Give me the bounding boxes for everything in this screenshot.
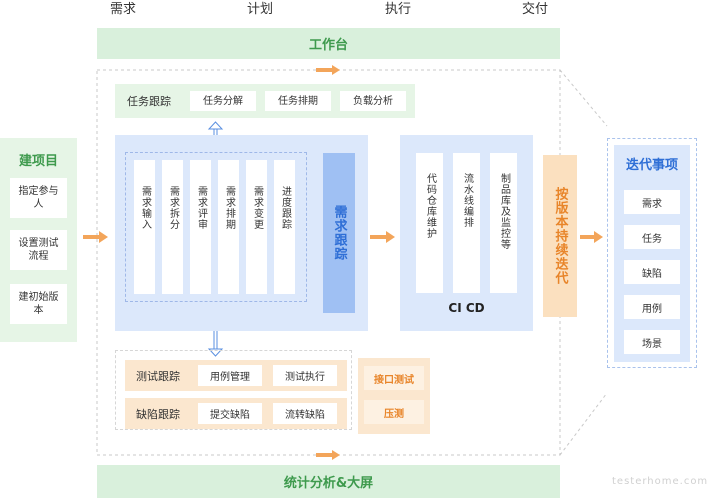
test-track-row: 测试跟踪 用例管理 测试执行	[125, 360, 347, 391]
analytics-bar: 统计分析&大屏	[97, 465, 560, 498]
test-track-item: 测试执行	[273, 365, 337, 386]
cicd-step: 制品库及监控等	[490, 153, 517, 293]
phase-label: 需求	[110, 2, 137, 17]
requirement-step: 需求拆分	[162, 160, 183, 294]
cicd-step: 代码仓库维护	[416, 153, 443, 293]
iteration-panel: 迭代事项 需求 任务 缺陷 用例 场景	[614, 145, 690, 362]
iteration-item: 需求	[624, 190, 680, 214]
project-item: 建初始版本	[10, 284, 67, 324]
project-item: 指定参与人	[10, 178, 67, 218]
defect-track-item: 提交缺陷	[198, 403, 262, 424]
task-track-item: 任务分解	[190, 91, 256, 111]
cicd-panel: 代码仓库维护 流水线编排 制品库及监控等 CI CD	[400, 135, 533, 331]
iteration-item: 用例	[624, 295, 680, 319]
requirement-dashed-box	[125, 152, 307, 302]
iteration-frame	[607, 138, 697, 368]
cicd-label: CI CD	[448, 301, 485, 315]
task-track-panel: 任务跟踪 任务分解 任务排期 负载分析	[115, 84, 415, 118]
iteration-item: 场景	[624, 330, 680, 354]
interface-test: 接口测试	[364, 366, 424, 390]
defect-track-label: 缺陷跟踪	[136, 407, 180, 421]
task-track-item: 任务排期	[265, 91, 331, 111]
iteration-item: 任务	[624, 225, 680, 249]
requirement-step: 需求评审	[190, 160, 211, 294]
workbench-bar: 工作台	[97, 28, 560, 59]
project-title: 建项目	[18, 154, 58, 169]
phase-label: 交付	[522, 2, 549, 17]
phase-label: 计划	[247, 2, 274, 17]
pressure-test: 压测	[364, 400, 424, 424]
extra-tests-panel: 接口测试 压测	[358, 358, 430, 434]
task-track-label: 任务跟踪	[127, 95, 171, 108]
project-panel: 建项目 指定参与人 设置测试流程 建初始版本	[0, 138, 77, 342]
iteration-item: 缺陷	[624, 260, 680, 284]
requirement-step: 需求输入	[134, 160, 155, 294]
requirement-panel: 需求输入 需求拆分 需求评审 需求排期 需求变更 进度跟踪 需求跟踪	[115, 135, 368, 331]
requirement-step: 需求排期	[218, 160, 239, 294]
version-iteration: 按版本持续迭代	[543, 155, 577, 317]
test-track-label: 测试跟踪	[136, 369, 180, 383]
defect-track-item: 流转缺陷	[273, 403, 337, 424]
watermark: testerhome.com	[612, 476, 708, 487]
requirement-track: 需求跟踪	[323, 153, 355, 313]
defect-track-row: 缺陷跟踪 提交缺陷 流转缺陷	[125, 398, 347, 429]
requirement-step: 进度跟踪	[274, 160, 295, 294]
test-defect-frame	[115, 350, 352, 430]
task-track-item: 负载分析	[340, 91, 406, 111]
phase-label: 执行	[385, 2, 412, 17]
project-item: 设置测试流程	[10, 230, 67, 270]
iteration-title: 迭代事项	[625, 157, 678, 173]
test-track-item: 用例管理	[198, 365, 262, 386]
requirement-step: 需求变更	[246, 160, 267, 294]
cicd-step: 流水线编排	[453, 153, 480, 293]
